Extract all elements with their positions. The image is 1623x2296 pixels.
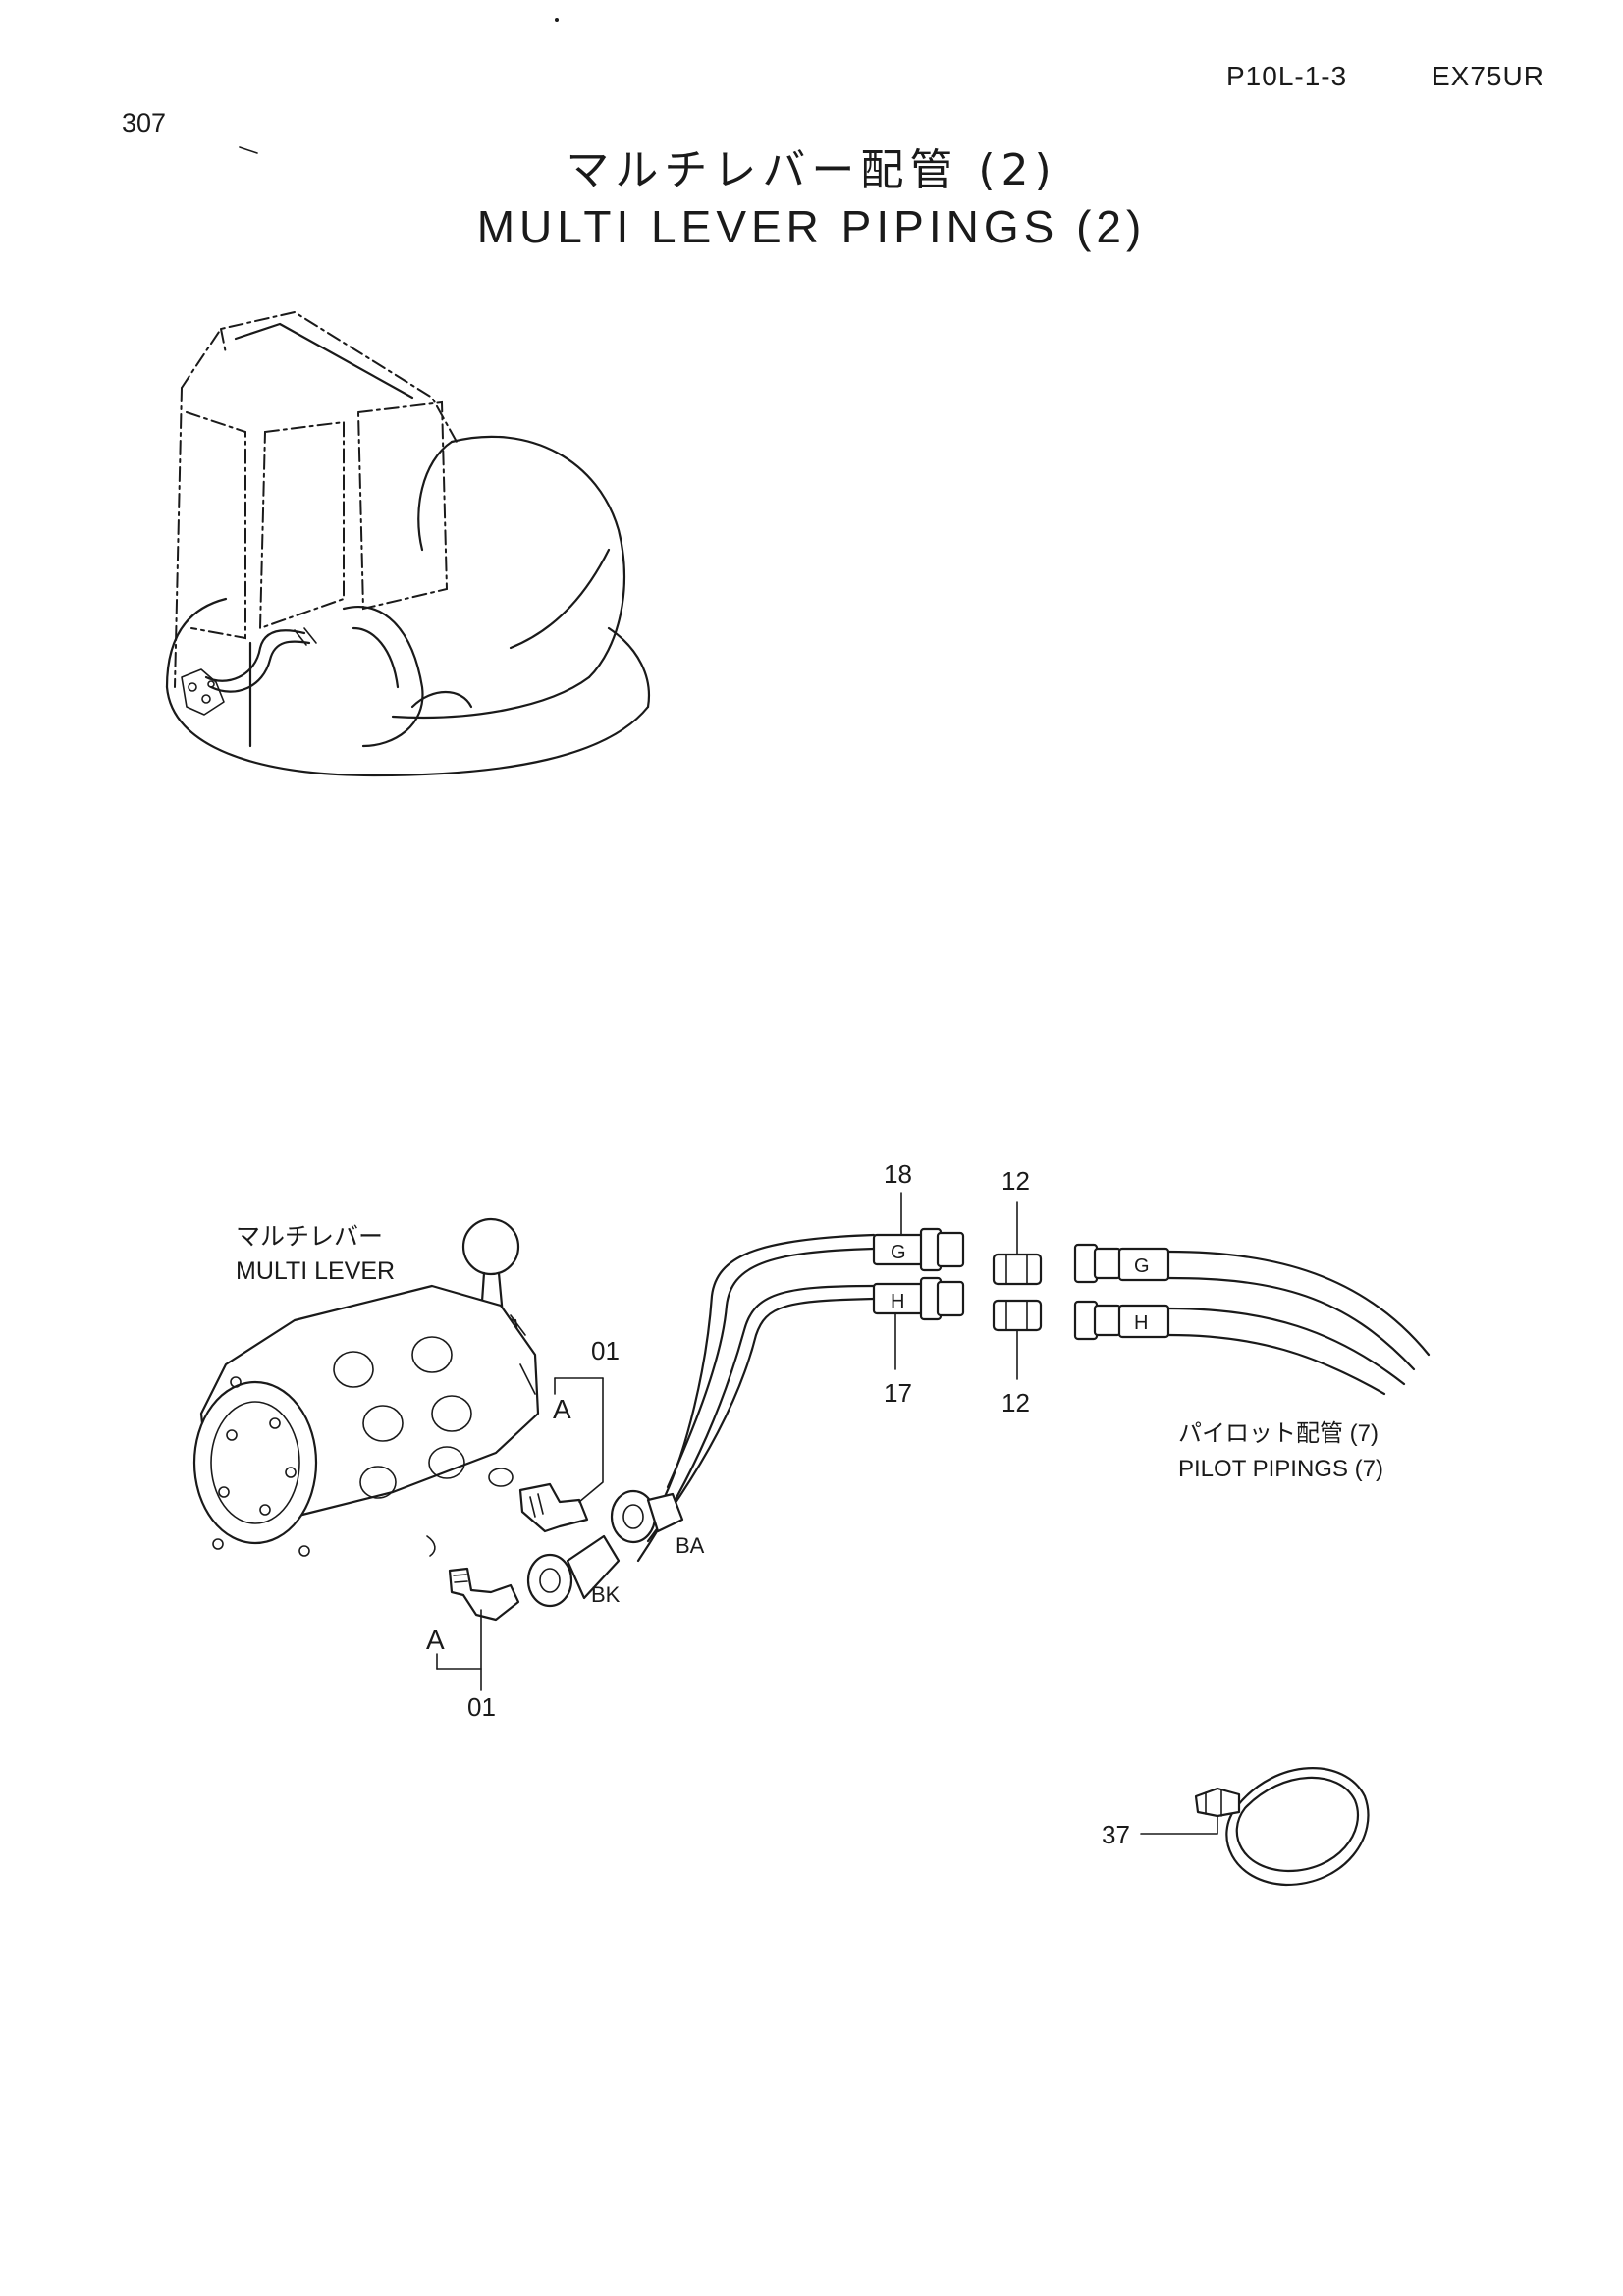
view-a-bottom-label: A <box>426 1625 445 1655</box>
pilot-hose-bundle <box>526 1227 1431 1608</box>
multi-lever-valve <box>192 1217 540 1557</box>
callout-01-lower <box>436 1609 482 1691</box>
port-bk-label: BK <box>591 1582 621 1607</box>
cable-tie-37 <box>1194 1767 1370 1887</box>
port-ba-label: BA <box>676 1533 705 1558</box>
hose-g-left-label: G <box>891 1242 906 1263</box>
hose-h-right-label: H <box>1134 1312 1148 1334</box>
leader-37 <box>1140 1815 1218 1835</box>
pilot-pipings-label-jp: パイロット配管 (7) <box>1178 1420 1379 1447</box>
scan-mark <box>239 146 258 154</box>
part-37-label: 37 <box>1102 1820 1130 1849</box>
elbow-fitting-lower <box>426 1535 520 1622</box>
page-title-jp: マルチレバー配管 (2) <box>566 145 1057 195</box>
hose-g-right-label: G <box>1134 1255 1150 1277</box>
hose-h-left-label: H <box>891 1291 904 1312</box>
part-01-top-label: 01 <box>591 1336 620 1365</box>
pilot-pipings-label-en: PILOT PIPINGS (7) <box>1178 1456 1383 1482</box>
multi-lever-label-en: MULTI LEVER <box>236 1257 395 1285</box>
drawing-code: P10L-1-3 <box>1226 61 1348 91</box>
excavator-overview-illustration <box>165 310 650 777</box>
part-18-label: 18 <box>884 1159 912 1189</box>
part-17-label: 17 <box>884 1378 912 1408</box>
part-01-bottom-label: 01 <box>467 1692 496 1722</box>
model-name: EX75UR <box>1432 61 1544 91</box>
page-title-en: MULTI LEVER PIPINGS (2) <box>476 201 1147 252</box>
callout-01-upper <box>554 1377 604 1503</box>
view-a-top-label: A <box>553 1394 571 1424</box>
page-number: 307 <box>122 108 167 137</box>
scan-speck <box>555 18 559 22</box>
multi-lever-label-jp: マルチレバー <box>236 1223 383 1251</box>
elbow-fitting-upper <box>488 1468 589 1533</box>
part-12-bottom-label: 12 <box>1001 1388 1030 1417</box>
part-12-top-label: 12 <box>1001 1166 1030 1196</box>
